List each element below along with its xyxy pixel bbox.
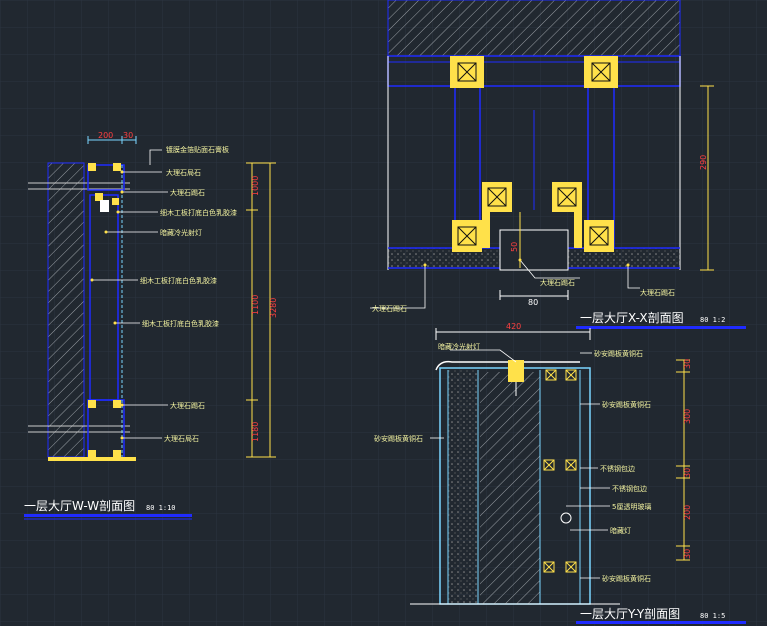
dim-x-80: 80 bbox=[528, 298, 538, 307]
label-y-1: 暗藏冷光射灯 bbox=[438, 342, 480, 351]
label-w-2: 大理石局石 bbox=[166, 168, 201, 177]
label-x-2: 大理石踢石 bbox=[540, 278, 575, 287]
dim-right-1: 1000 bbox=[251, 176, 260, 196]
dim-y-3: 30 bbox=[683, 468, 692, 478]
label-w-4: 细木工板打底白色乳胶漆 bbox=[160, 208, 237, 217]
label-y-4: 砂安踢板黄铜石 bbox=[374, 434, 423, 443]
label-w-9: 大理石局石 bbox=[164, 434, 199, 443]
label-w-1: 镀膜金箔贴面石膏板 bbox=[166, 145, 229, 154]
label-y-2: 砂安踢板黄铜石 bbox=[594, 349, 643, 358]
view-w-w-section: 200 30 1000 1100 3280 1180 bbox=[24, 131, 278, 520]
wall-hatch bbox=[48, 163, 84, 457]
view-y-title: 一层大厅Y-Y剖面图 bbox=[580, 607, 680, 621]
label-w-3: 大理石踢石 bbox=[170, 188, 205, 197]
column-hatch bbox=[480, 372, 540, 604]
dim-right-2: 1100 bbox=[251, 295, 260, 315]
view-x-scale: 80 1:2 bbox=[700, 316, 725, 324]
label-y-3: 砂安踢板黄铜石 bbox=[602, 400, 651, 409]
label-w-6: 细木工板打底白色乳胶漆 bbox=[140, 276, 217, 285]
label-y-9: 砂安踢板黄铜石 bbox=[602, 574, 651, 583]
dim-right-3: 3280 bbox=[269, 298, 278, 318]
view-w-scale: 80 1:10 bbox=[146, 504, 176, 512]
dim-right-4: 1180 bbox=[251, 422, 260, 442]
label-y-6: 不锈钢包边 bbox=[612, 484, 647, 493]
ceiling-hatch bbox=[388, 0, 680, 56]
dim-top-2: 30 bbox=[123, 131, 133, 140]
column-speckle bbox=[448, 370, 478, 604]
dim-y-5: 30 bbox=[683, 549, 692, 559]
label-w-8: 大理石踢石 bbox=[170, 401, 205, 410]
view-x-title: 一层大厅X-X剖面图 bbox=[580, 311, 684, 325]
view-y-scale: 80 1:5 bbox=[700, 612, 725, 620]
dim-x-50: 50 bbox=[510, 242, 519, 252]
dim-y-420: 420 bbox=[506, 322, 521, 331]
spotlight-icon bbox=[100, 200, 109, 212]
dim-x-290: 290 bbox=[699, 155, 708, 170]
view-x-x-section: 290 50 80 大理石踢石 大理石踢石 大理石踢石 一层大厅X-X剖面图 8… bbox=[370, 0, 746, 329]
dim-y-2: 300 bbox=[683, 409, 692, 424]
label-w-5: 暗藏冷光射灯 bbox=[160, 228, 202, 237]
label-y-7: 5厘透明玻璃 bbox=[612, 502, 651, 511]
dim-top-1: 200 bbox=[98, 131, 113, 140]
view-y-y-section: 420 30 300 30 200 30 暗藏冷光射灯 砂安踢板黄铜石 砂安踢板… bbox=[374, 322, 746, 624]
light-icon bbox=[560, 512, 572, 524]
dim-y-1: 30 bbox=[683, 359, 692, 369]
label-w-7: 细木工板打底白色乳胶漆 bbox=[142, 319, 219, 328]
label-x-1: 大理石踢石 bbox=[372, 304, 407, 313]
view-w-title: 一层大厅W-W剖面图 bbox=[24, 499, 135, 513]
label-y-8: 暗藏灯 bbox=[610, 526, 631, 535]
lamp-icon bbox=[508, 360, 524, 382]
dim-y-4: 200 bbox=[683, 505, 692, 520]
label-y-5: 不锈钢包边 bbox=[600, 464, 635, 473]
label-x-3: 大理石踢石 bbox=[640, 288, 675, 297]
